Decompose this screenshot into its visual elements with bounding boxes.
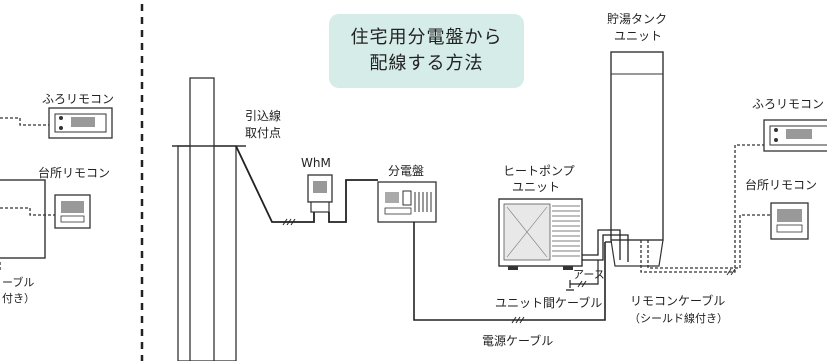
label-power-cable: 電源ケーブル bbox=[482, 334, 554, 348]
label-heat-pump-1: ヒートポンプ bbox=[503, 164, 575, 178]
label-daidokoro-remocon-left: 台所リモコン bbox=[38, 166, 111, 180]
label-daidokoro-remocon-right: 台所リモコン bbox=[745, 178, 818, 192]
remocon-cable-daidokoro bbox=[647, 214, 771, 269]
label-cable-left-2: 付き） bbox=[2, 292, 35, 305]
left-daidokoro-remocon bbox=[54, 194, 91, 229]
heat-pump-unit bbox=[498, 198, 583, 270]
label-hikikomi: 引込線 bbox=[245, 109, 282, 123]
label-bundenban: 分電盤 bbox=[388, 164, 425, 178]
label-remocon-cable: リモコンケーブル bbox=[630, 294, 726, 308]
title-box: 住宅用分電盤から 配線する方法 bbox=[329, 14, 524, 88]
title-line2: 配線する方法 bbox=[369, 53, 484, 74]
storage-tank-unit bbox=[610, 51, 664, 267]
left-remocon-cable bbox=[0, 117, 55, 272]
title-line1: 住宅用分電盤から bbox=[350, 27, 503, 48]
right-furo-remocon bbox=[763, 119, 827, 152]
unit-cable-line bbox=[582, 229, 629, 262]
left-tank-unit bbox=[0, 179, 46, 259]
left-furo-remocon bbox=[48, 107, 113, 139]
label-whm: WhM bbox=[301, 156, 331, 170]
label-furo-remocon-right: ふろリモコン bbox=[752, 97, 825, 111]
utility-pole bbox=[172, 77, 246, 361]
label-earth: アース bbox=[573, 268, 605, 281]
earth-line bbox=[566, 260, 599, 291]
label-tank-1: 貯湯タンク bbox=[607, 12, 668, 26]
remocon-cable-furo bbox=[640, 144, 764, 273]
label-shield: （シールド線付き） bbox=[629, 312, 728, 325]
label-unit-cable: ユニット間ケーブル bbox=[495, 296, 603, 310]
label-tank-2: ユニット bbox=[614, 29, 663, 43]
power-cable-line bbox=[413, 222, 606, 321]
label-cable-left-1: ーブル bbox=[2, 276, 35, 289]
meter-to-panel-wire bbox=[328, 179, 378, 223]
distribution-panel bbox=[377, 181, 437, 223]
label-heat-pump-2: ユニット bbox=[512, 180, 561, 194]
right-daidokoro-remocon bbox=[770, 202, 809, 240]
whm-meter bbox=[307, 174, 333, 213]
label-toritsuke: 取付点 bbox=[245, 126, 282, 140]
label-furo-remocon-left: ふろリモコン bbox=[42, 92, 115, 106]
